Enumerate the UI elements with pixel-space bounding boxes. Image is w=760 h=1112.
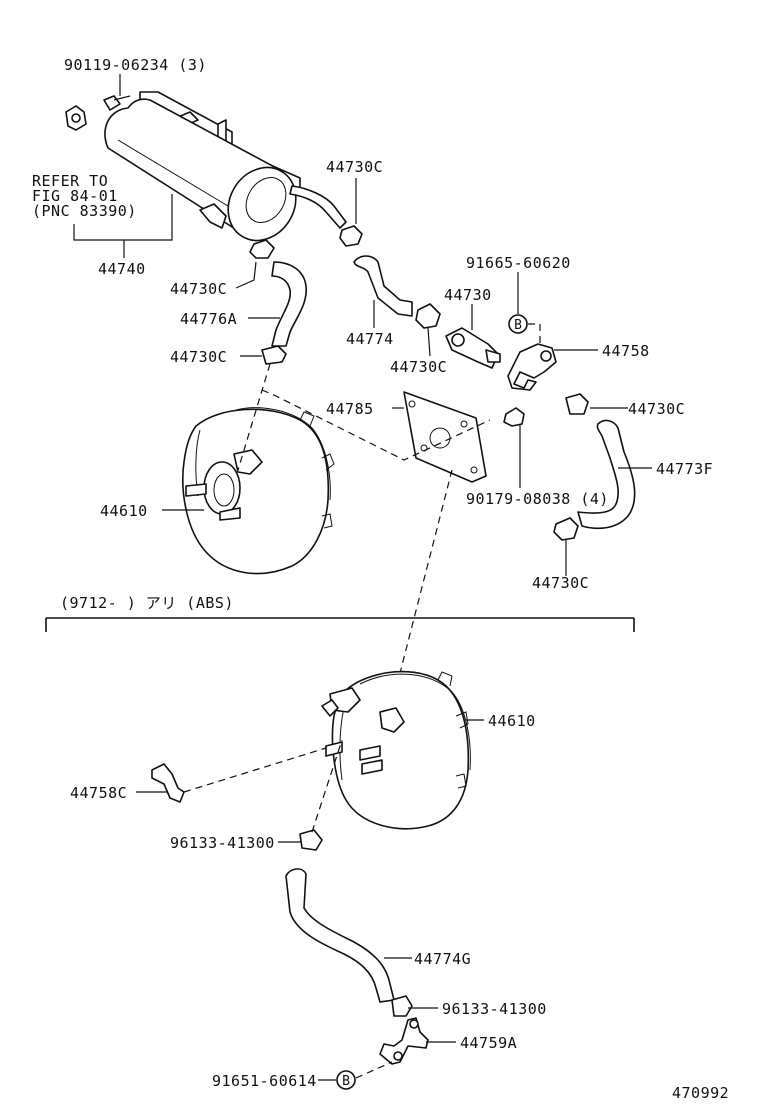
label-abs-note: (9712- ) アリ (ABS) [60, 594, 234, 612]
label-96133-41300-a: 96133-41300 [170, 834, 275, 852]
label-44774g: 44774G [414, 950, 471, 968]
ref-b-bottom: B [342, 1074, 350, 1089]
label-44774: 44774 [346, 330, 394, 348]
hose-44774 [353, 255, 413, 317]
ref-b-top: B [514, 318, 522, 333]
label-refer-line3: (PNC 83390) [32, 202, 137, 220]
label-refer-line2: FIG 84-01 [32, 187, 118, 205]
label-44730c-bottom: 44730C [532, 574, 589, 592]
label-44758c: 44758C [70, 784, 127, 802]
label-96133-41300-b: 96133-41300 [442, 1000, 547, 1018]
label-44730c-right: 44730C [628, 400, 685, 418]
label-44610-bottom: 44610 [488, 712, 536, 730]
bracket-44758c [151, 763, 185, 803]
label-44610-top: 44610 [100, 502, 148, 520]
label-91651-60614: 91651-60614 [212, 1072, 317, 1090]
bracket-44758 [507, 343, 557, 391]
check-valve-44730 [445, 327, 501, 369]
label-refer-line1: REFER TO [32, 172, 108, 190]
label-44730c-b: 44730C [170, 348, 227, 366]
label-44773f: 44773F [656, 460, 713, 478]
label-44730c-mid: 44730C [390, 358, 447, 376]
hose-44776a [249, 239, 307, 365]
hose-44774g [285, 868, 395, 1003]
hose-44773f [553, 393, 636, 541]
label-44758: 44758 [602, 342, 650, 360]
pipe-44759a [379, 1017, 429, 1065]
reference-b-icon [336, 1070, 356, 1090]
label-90179-08038: 90179-08038 (4) [466, 490, 609, 508]
label-44730c-top: 44730C [326, 158, 383, 176]
brake-booster-bottom [321, 670, 471, 830]
nut-icon [503, 407, 525, 427]
label-91665-60620: 91665-60620 [466, 254, 571, 272]
label-90119-06234: 90119-06234 (3) [64, 56, 207, 74]
label-44776a: 44776A [180, 310, 237, 328]
label-44759a: 44759A [460, 1034, 517, 1052]
label-44785: 44785 [326, 400, 374, 418]
gasket-44785 [403, 391, 487, 483]
label-44740: 44740 [98, 260, 146, 278]
clamp-icon [391, 995, 413, 1017]
label-44730: 44730 [444, 286, 492, 304]
brake-booster-top [182, 407, 335, 575]
clamp-icon [299, 829, 323, 851]
clamp-icon [339, 225, 363, 247]
clamp-icon [415, 303, 441, 329]
vacuum-tank [65, 91, 301, 242]
reference-b-icon [508, 314, 528, 334]
figure-number: 470992 [672, 1084, 729, 1102]
label-44730c-a: 44730C [170, 280, 227, 298]
